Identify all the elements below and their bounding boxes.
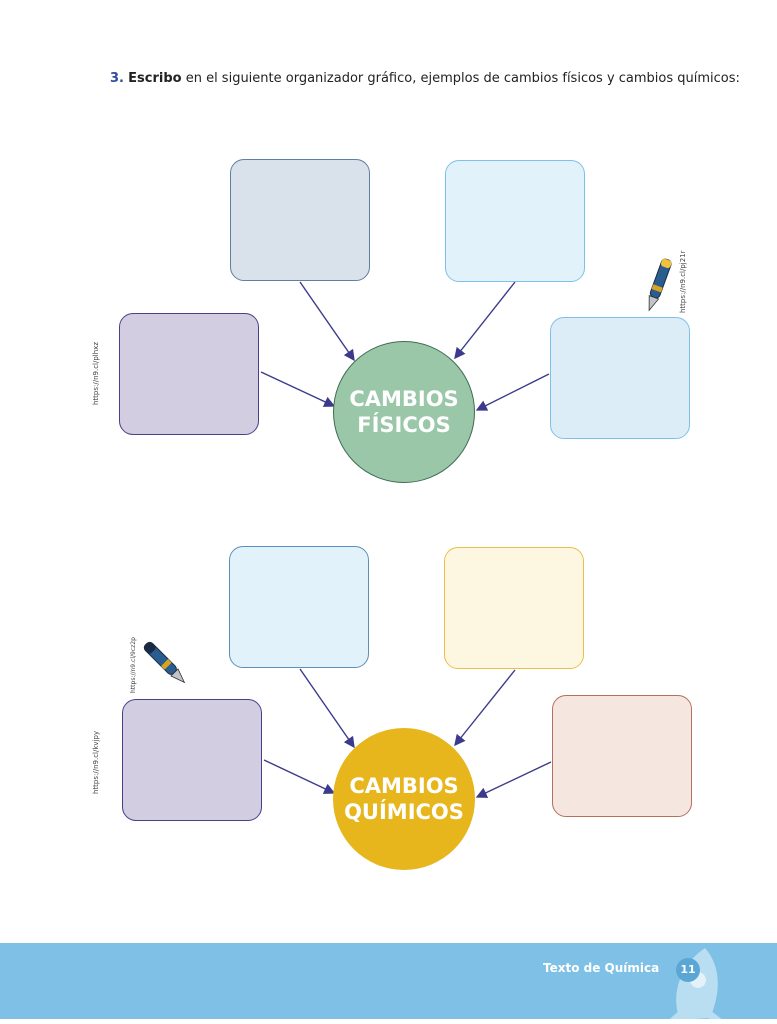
footer-bar [0,943,777,1019]
arrow-physical-top-right [454,281,516,360]
arrow-physical-right [475,373,550,411]
question-number: 3. [110,71,124,86]
chemical-box-top-right[interactable] [444,547,584,669]
arrow-physical-left [260,371,336,407]
chemical-center-line2: QUÍMICOS [344,800,464,824]
chemical-box-left[interactable] [122,699,262,821]
credit-link-physical-left[interactable]: https://n9.cl/plhxz [92,342,100,405]
arrow-chemical-left [263,759,336,794]
instruction-verb: Escribo [128,71,182,86]
arrow-chemical-top-right [454,669,516,747]
chemical-center-line1: CAMBIOS [349,774,459,798]
physical-box-right[interactable] [550,317,690,439]
credit-link-physical-right[interactable]: https://n9.cl/pj21r [679,250,687,313]
rocket-icon [664,948,728,1024]
credit-link-chemical-left[interactable]: https://n9.cl/kvjpy [92,730,100,794]
physical-box-left[interactable] [119,313,259,435]
physical-center-line1: CAMBIOS [349,387,459,411]
arrow-chemical-right [475,761,552,798]
footer-title: Texto de Química [543,961,660,975]
instruction-text: 3. Escribo en el siguiente organizador g… [110,71,750,86]
chemical-changes-circle: CAMBIOS QUÍMICOS [333,728,475,870]
pen-icon [143,641,186,684]
arrow-chemical-top-left [299,668,355,749]
page-number: 11 [676,958,700,982]
physical-center-line2: FÍSICOS [357,413,451,437]
physical-box-top-left[interactable] [230,159,370,281]
physical-changes-circle: CAMBIOS FÍSICOS [333,341,475,483]
physical-box-top-right[interactable] [445,160,585,282]
chemical-box-right[interactable] [552,695,692,817]
instruction-body: en el siguiente organizador gráfico, eje… [181,71,740,86]
arrow-physical-top-left [299,281,355,362]
chemical-box-top-left[interactable] [229,546,369,668]
pen-icon [648,258,672,312]
